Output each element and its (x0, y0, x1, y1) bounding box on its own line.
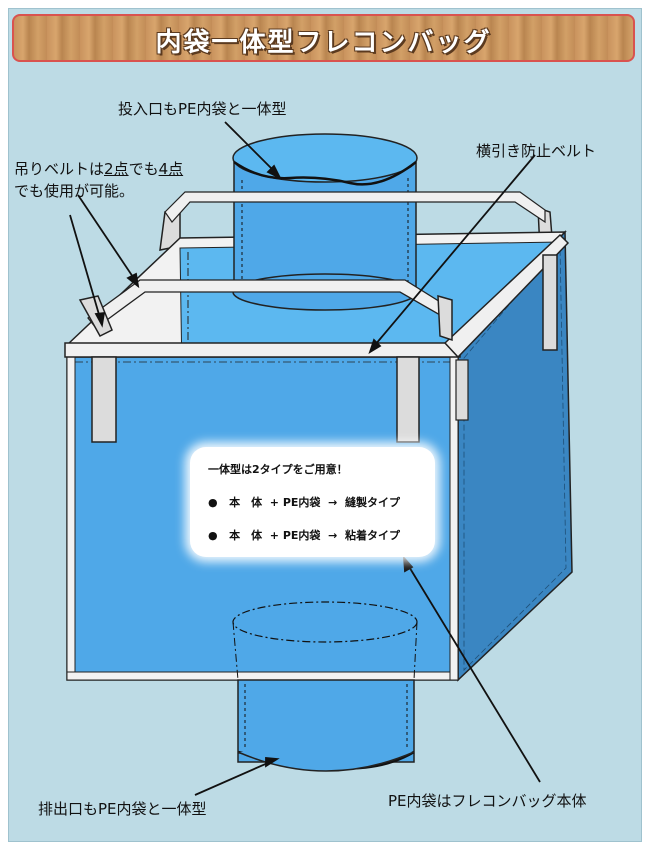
arrow-body (407, 564, 541, 783)
top-inlet-hem (233, 160, 417, 186)
label-bottom-outlet: 排出口もPE内袋と一体型 (38, 800, 207, 818)
top-inlet-mouth (232, 133, 418, 183)
arrow-side-belt-head (368, 338, 382, 355)
bottom-outlet-tube (237, 679, 415, 763)
info-item-2-plus: + (269, 529, 279, 542)
info-item-1: ● 本 体 + PE内袋 → 縫製タイプ (208, 494, 400, 510)
info-item-2-part2: PE内袋 (282, 529, 321, 542)
loop-front-left (91, 356, 117, 443)
info-item-2: ● 本 体 + PE内袋 → 粘着タイプ (208, 527, 400, 543)
title-banner: 内袋一体型フレコンバッグ (12, 14, 635, 62)
label-hanging-belt-mid: でも (128, 160, 159, 178)
arrow-hanging-2pt (77, 194, 136, 281)
arrow-hanging-4pt-head (94, 311, 106, 328)
label-body: PE内袋はフレコンバッグ本体 (388, 792, 587, 810)
info-box: 一体型は2タイプをご用意！ ● 本 体 + PE内袋 → 縫製タイプ ● 本 体… (190, 447, 435, 557)
bullet-icon: ● (208, 529, 218, 542)
info-item-1-plus: + (269, 496, 279, 509)
info-item-2-type: 粘着タイプ (344, 529, 400, 542)
bottom-outlet-side-left (232, 621, 239, 681)
arrow-body-head (402, 555, 414, 573)
info-item-1-part1: 本 体 (229, 496, 263, 509)
label-hanging-belt-two: 2点 (104, 160, 129, 178)
loop-back-right-side (455, 359, 469, 421)
bottom-outlet-bottom (237, 751, 415, 772)
bag-side-wall-inner (463, 243, 567, 671)
label-hanging-belt-four: 4点 (158, 160, 184, 178)
arrow-hanging-4pt (69, 214, 101, 319)
label-hanging-belt: 吊りベルトは2点でも4点 (14, 158, 183, 179)
bottom-outlet-side-right (413, 621, 418, 681)
arrow-side-belt (374, 154, 536, 346)
arrow-right-icon: → (328, 496, 338, 509)
side-top-belt (443, 233, 570, 359)
bag-front-left-edge (66, 356, 76, 681)
arrow-right-icon: → (328, 529, 338, 542)
arrow-bottom-outlet (194, 761, 271, 796)
info-item-1-part2: PE内袋 (282, 496, 321, 509)
info-item-1-type: 縫製タイプ (344, 496, 400, 509)
info-heading: 一体型は2タイプをご用意！ (208, 463, 348, 476)
arrow-bottom-outlet-head (265, 757, 280, 768)
loop-front-left-top (78, 295, 113, 337)
bag-front-bottom-edge (66, 671, 459, 681)
bullet-icon: ● (208, 496, 218, 509)
label-hanging-belt-line2: でも使用が可能。 (14, 182, 135, 200)
label-hanging-belt-prefix: 吊りベルトは (14, 160, 105, 178)
label-top-inlet: 投入口もPE内袋と一体型 (118, 100, 287, 118)
info-item-2-part1: 本 体 (229, 529, 263, 542)
arrow-top-inlet (224, 121, 276, 173)
loop-side-right (542, 254, 558, 351)
side-belt-back (164, 191, 546, 224)
front-top-belt (64, 342, 461, 358)
loop-front-right-top (437, 294, 453, 342)
arrow-top-inlet-head (266, 164, 283, 181)
label-side-belt: 横引き防止ベルト (476, 142, 597, 160)
loop-front-right (396, 356, 420, 443)
arrow-hanging-2pt-head (126, 272, 140, 289)
page-title: 内袋一体型フレコンバッグ (155, 28, 492, 58)
